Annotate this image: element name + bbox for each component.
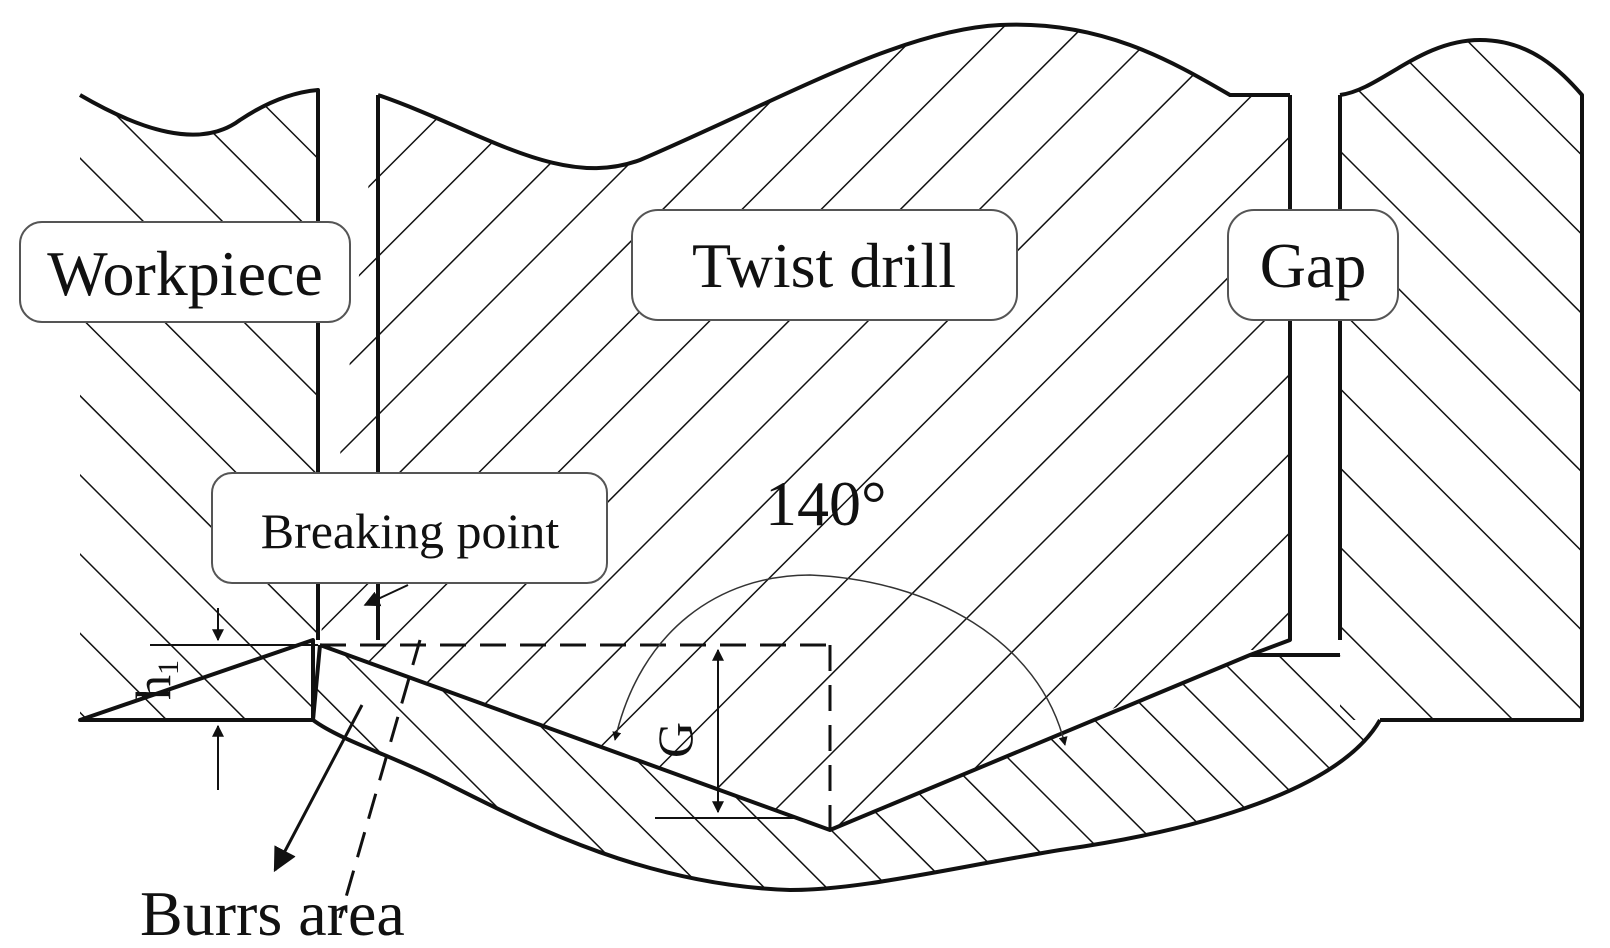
workpiece-right-outline	[1339, 38, 1584, 722]
h1-label: h1	[125, 660, 185, 700]
workpiece-left-outline	[78, 88, 320, 722]
twist-drill-label-text: Twist drill	[692, 230, 956, 301]
angle-label: 140°	[765, 468, 887, 539]
twist-drill-label: Twist drill	[631, 209, 1018, 321]
dashed-burr-line	[338, 639, 422, 919]
burr-layer-outline	[311, 718, 1382, 892]
gap-channel-right	[1288, 95, 1342, 640]
burrs-area-label: Burrs area	[140, 878, 405, 948]
breaking-wedge	[311, 644, 322, 721]
h1-label-main: h	[125, 675, 181, 700]
burrs-area-arrow	[273, 704, 364, 873]
burr-layer-region	[313, 645, 1380, 890]
workpiece-label-text: Workpiece	[47, 238, 323, 309]
workpiece-label: Workpiece	[19, 221, 351, 323]
twist-drill-region	[320, 24, 1290, 830]
workpiece-left-region	[80, 90, 318, 720]
angle-arc	[612, 574, 1068, 746]
breaking-point-label-text: Breaking point	[261, 503, 560, 559]
breaking-point-label: Breaking point	[211, 472, 608, 584]
h1-label-sub: 1	[152, 660, 185, 675]
breaking-point-arrow-1	[363, 584, 409, 607]
g-label: G	[647, 722, 703, 758]
gap-label: Gap	[1227, 209, 1399, 321]
workpiece-right-region	[1340, 40, 1582, 720]
gap-label-text: Gap	[1260, 230, 1367, 301]
